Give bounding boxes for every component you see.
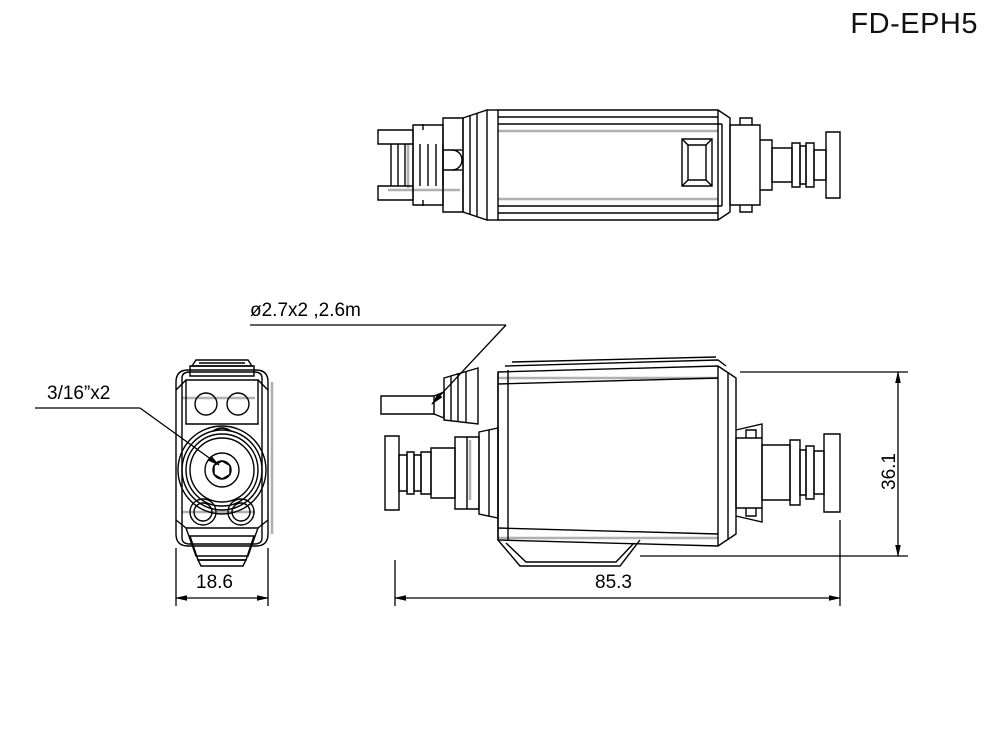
- dimension-lines: [175, 371, 908, 606]
- leader-arrow-cable: [431, 324, 507, 405]
- top-view: [377, 109, 841, 221]
- side-view: [380, 356, 841, 567]
- dimension-label-width: 18.6: [196, 572, 233, 593]
- thread-note-label: 3/16”x2: [47, 383, 111, 404]
- leader-arrow-thread: [139, 407, 220, 466]
- dimension-label-length: 85.3: [595, 572, 632, 593]
- leader-lines: [35, 324, 507, 466]
- dimension-label-height: 36.1: [879, 453, 900, 490]
- cable-note-label: ø2.7x2 ,2.6m: [250, 300, 361, 321]
- page-title: FD-EPH5: [850, 8, 978, 40]
- end-view: [175, 359, 274, 567]
